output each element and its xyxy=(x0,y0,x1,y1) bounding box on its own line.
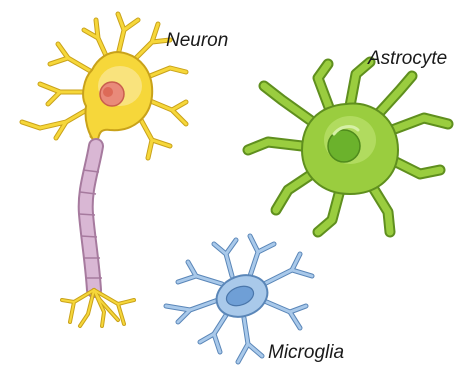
label-astrocyte: Astrocyte xyxy=(367,48,447,69)
astrocyte-cell xyxy=(248,62,448,232)
neuron-cell xyxy=(22,14,186,326)
label-neuron: Neuron xyxy=(166,30,228,51)
label-microglia: Microglia xyxy=(268,342,344,363)
